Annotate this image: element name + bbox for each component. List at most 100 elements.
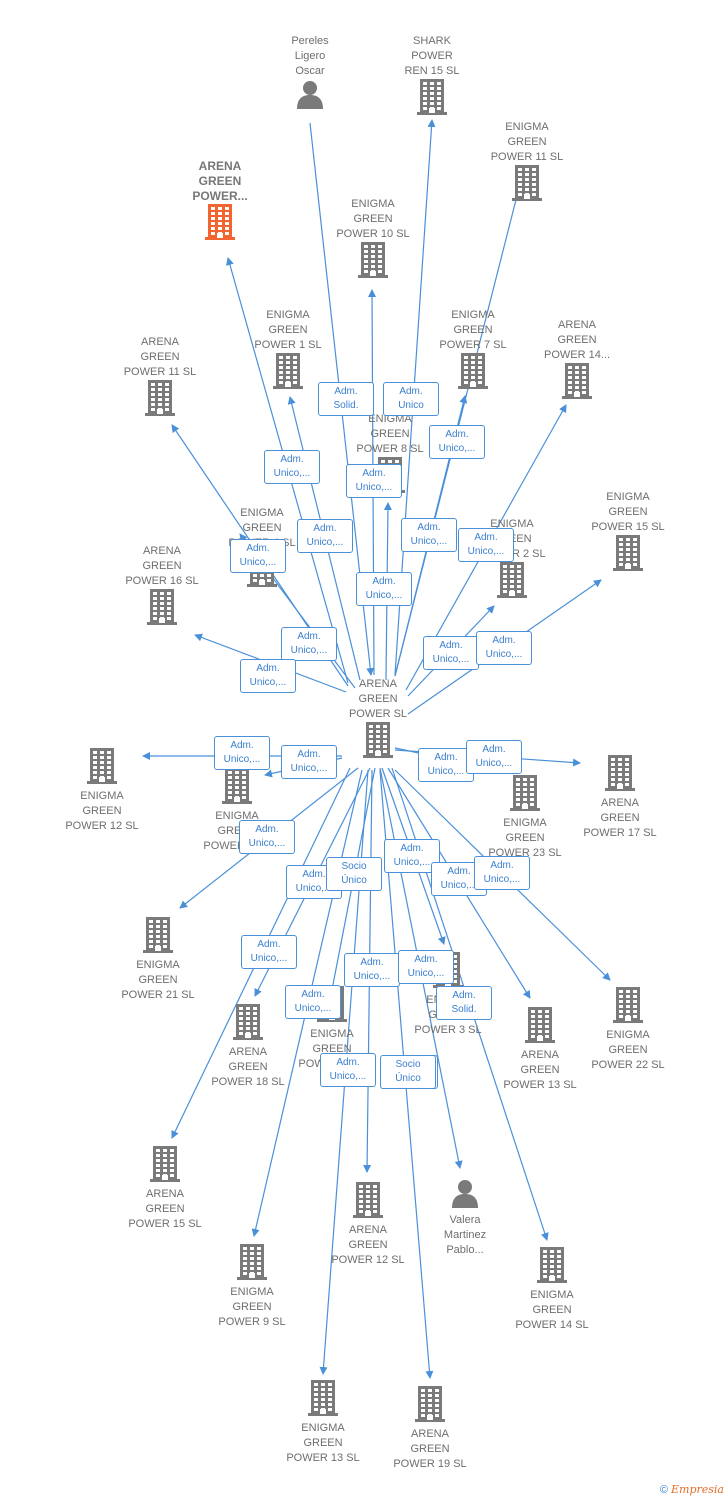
- building-icon: [510, 775, 540, 816]
- person-icon: [295, 79, 325, 114]
- company-node[interactable]: ARENA GREEN POWER SL: [318, 677, 438, 763]
- company-node[interactable]: ENIGMA GREEN POWER 5 SL: [177, 768, 297, 854]
- node-label: ENIGMA GREEN POWER 21 SL: [121, 959, 195, 1001]
- node-label: ENIGMA GREEN POWER 23 SL: [488, 817, 562, 859]
- node-label: ENIGMA GREEN POWER 10 SL: [336, 198, 410, 240]
- company-node[interactable]: SHARK POWER REN 15 SL: [372, 34, 492, 120]
- company-node[interactable]: ARENA GREEN POWER 16 SL: [102, 544, 222, 630]
- copyright-symbol: ©: [659, 1484, 668, 1496]
- company-node[interactable]: ENIGMA GREEN POWER 15 SL: [568, 490, 688, 576]
- node-label: ENIGMA GREEN POWER 22 SL: [591, 1029, 665, 1071]
- relation-label[interactable]: Adm. Unico,...: [281, 627, 337, 661]
- relation-label[interactable]: Socio Único: [326, 857, 382, 891]
- relation-label[interactable]: Adm. Unico,...: [320, 1053, 376, 1087]
- relation-label[interactable]: Adm. Solid.: [318, 382, 374, 416]
- person-icon: [450, 1178, 480, 1213]
- relation-label[interactable]: Adm. Unico,...: [466, 740, 522, 774]
- relation-label[interactable]: Adm. Unico,...: [401, 518, 457, 552]
- relation-label[interactable]: Adm. Unico: [383, 382, 439, 416]
- node-label: Pereles Ligero Oscar: [291, 35, 329, 77]
- relation-label[interactable]: Adm. Solid.: [436, 986, 492, 1020]
- node-label: ARENA GREEN POWER 16 SL: [125, 545, 199, 587]
- node-label: SHARK POWER REN 15 SL: [404, 35, 460, 77]
- node-label: ENIGMA GREEN POWER 11 SL: [490, 121, 564, 163]
- relation-label[interactable]: Adm. Unico,...: [285, 985, 341, 1019]
- building-icon: [537, 1247, 567, 1288]
- building-icon: [512, 165, 542, 206]
- building-icon: [358, 242, 388, 283]
- company-node[interactable]: ARENA GREEN POWER 18 SL: [188, 1004, 308, 1090]
- company-node[interactable]: ENIGMA GREEN POWER 1 SL: [228, 308, 348, 394]
- relation-label[interactable]: Adm. Unico,...: [423, 636, 479, 670]
- relation-label[interactable]: Adm. Unico,...: [230, 539, 286, 573]
- relation-label[interactable]: Adm. Unico,...: [264, 450, 320, 484]
- building-icon: [613, 535, 643, 576]
- node-label: ARENA GREEN POWER 17 SL: [583, 797, 657, 839]
- relation-label[interactable]: Adm. Unico,...: [297, 519, 353, 553]
- building-icon: [87, 748, 117, 789]
- building-icon: [613, 987, 643, 1028]
- relation-label[interactable]: Adm. Unico,...: [281, 745, 337, 779]
- relation-label[interactable]: Adm. Unico,...: [429, 425, 485, 459]
- brand-logo-text: Empresia: [671, 1483, 724, 1496]
- company-node[interactable]: ARENA GREEN POWER 14...: [517, 318, 637, 404]
- relation-label[interactable]: Adm. Unico,...: [346, 464, 402, 498]
- company-node[interactable]: ARENA GREEN POWER 11 SL: [100, 335, 220, 421]
- node-label: ARENA GREEN POWER 18 SL: [211, 1046, 285, 1088]
- building-icon: [415, 1386, 445, 1427]
- building-icon: [525, 1007, 555, 1048]
- company-node[interactable]: ENIGMA GREEN POWER 11 SL: [467, 120, 587, 206]
- building-icon: [237, 1244, 267, 1285]
- relation-label[interactable]: Adm. Unico,...: [398, 950, 454, 984]
- node-label: ARENA GREEN POWER 14...: [543, 319, 611, 361]
- company-node[interactable]: ENIGMA GREEN POWER 12 SL: [42, 748, 162, 834]
- company-node[interactable]: ARENA GREEN POWER 19 SL: [370, 1386, 490, 1472]
- company-node[interactable]: ENIGMA GREEN POWER 22 SL: [568, 987, 688, 1073]
- company-node[interactable]: ARENA GREEN POWER 12 SL: [308, 1182, 428, 1268]
- person-node[interactable]: Valera Martinez Pablo...: [405, 1178, 525, 1258]
- company-node[interactable]: ENIGMA GREEN POWER 9 SL: [192, 1244, 312, 1330]
- relation-label[interactable]: Adm. Unico,...: [418, 748, 474, 782]
- company-node[interactable]: ENIGMA GREEN POWER 10 SL: [313, 197, 433, 283]
- relation-label[interactable]: Adm. Unico,...: [458, 528, 514, 562]
- node-label: ENIGMA GREEN POWER 8 SL: [356, 413, 424, 455]
- relation-label[interactable]: Socio Único: [380, 1055, 436, 1089]
- company-node[interactable]: ENIGMA GREEN POWER 21 SL: [98, 917, 218, 1003]
- node-label: ENIGMA GREEN POWER 1 SL: [254, 309, 322, 351]
- node-label: ENIGMA GREEN POWER 12 SL: [65, 790, 139, 832]
- relation-label[interactable]: Adm. Unico,...: [344, 953, 400, 987]
- company-node[interactable]: ARENA GREEN POWER...: [160, 159, 280, 245]
- footer-brand[interactable]: © Empresia: [660, 1483, 724, 1496]
- relation-label[interactable]: Adm. Unico,...: [214, 736, 270, 770]
- node-label: ENIGMA GREEN POWER 7 SL: [439, 309, 507, 351]
- relation-label[interactable]: Adm. Unico,...: [384, 839, 440, 873]
- node-label: ARENA GREEN POWER SL: [348, 678, 408, 720]
- node-label: ENIGMA GREEN POWER 9 SL: [218, 1286, 286, 1328]
- relation-label[interactable]: Adm. Unico,...: [356, 572, 412, 606]
- company-node[interactable]: ENIGMA GREEN POWER 7 SL: [413, 308, 533, 394]
- node-label: ENIGMA GREEN POWER 15 SL: [591, 491, 665, 533]
- building-icon: [147, 589, 177, 630]
- building-icon: [222, 768, 252, 809]
- company-node[interactable]: ENIGMA GREEN POWER 14 SL: [492, 1247, 612, 1333]
- building-icon: [562, 363, 592, 404]
- relation-label[interactable]: Adm. Unico,...: [474, 856, 530, 890]
- company-node[interactable]: ENIGMA GREEN POWER 13 SL: [263, 1380, 383, 1466]
- company-node[interactable]: ARENA GREEN POWER 17 SL: [560, 755, 680, 841]
- building-icon: [458, 353, 488, 394]
- building-icon: [417, 79, 447, 120]
- relation-label[interactable]: Adm. Unico,...: [240, 659, 296, 693]
- company-node[interactable]: ENIGMA GREEN POWER 23 SL: [465, 775, 585, 861]
- node-label: ARENA GREEN POWER...: [192, 159, 248, 203]
- relation-label[interactable]: Adm. Unico,...: [476, 631, 532, 665]
- node-label: ENIGMA GREEN POWER 13 SL: [286, 1422, 360, 1464]
- relation-label[interactable]: Adm. Unico,...: [239, 820, 295, 854]
- relation-label[interactable]: Adm. Unico,...: [241, 935, 297, 969]
- person-node[interactable]: Pereles Ligero Oscar: [250, 34, 370, 114]
- node-label: ARENA GREEN POWER 15 SL: [128, 1188, 202, 1230]
- company-node[interactable]: ARENA GREEN POWER 15 SL: [105, 1146, 225, 1232]
- node-label: ENIGMA GREEN POWER 14 SL: [515, 1289, 589, 1331]
- building-icon: [273, 353, 303, 394]
- company-node[interactable]: ARENA GREEN POWER 13 SL: [480, 1007, 600, 1093]
